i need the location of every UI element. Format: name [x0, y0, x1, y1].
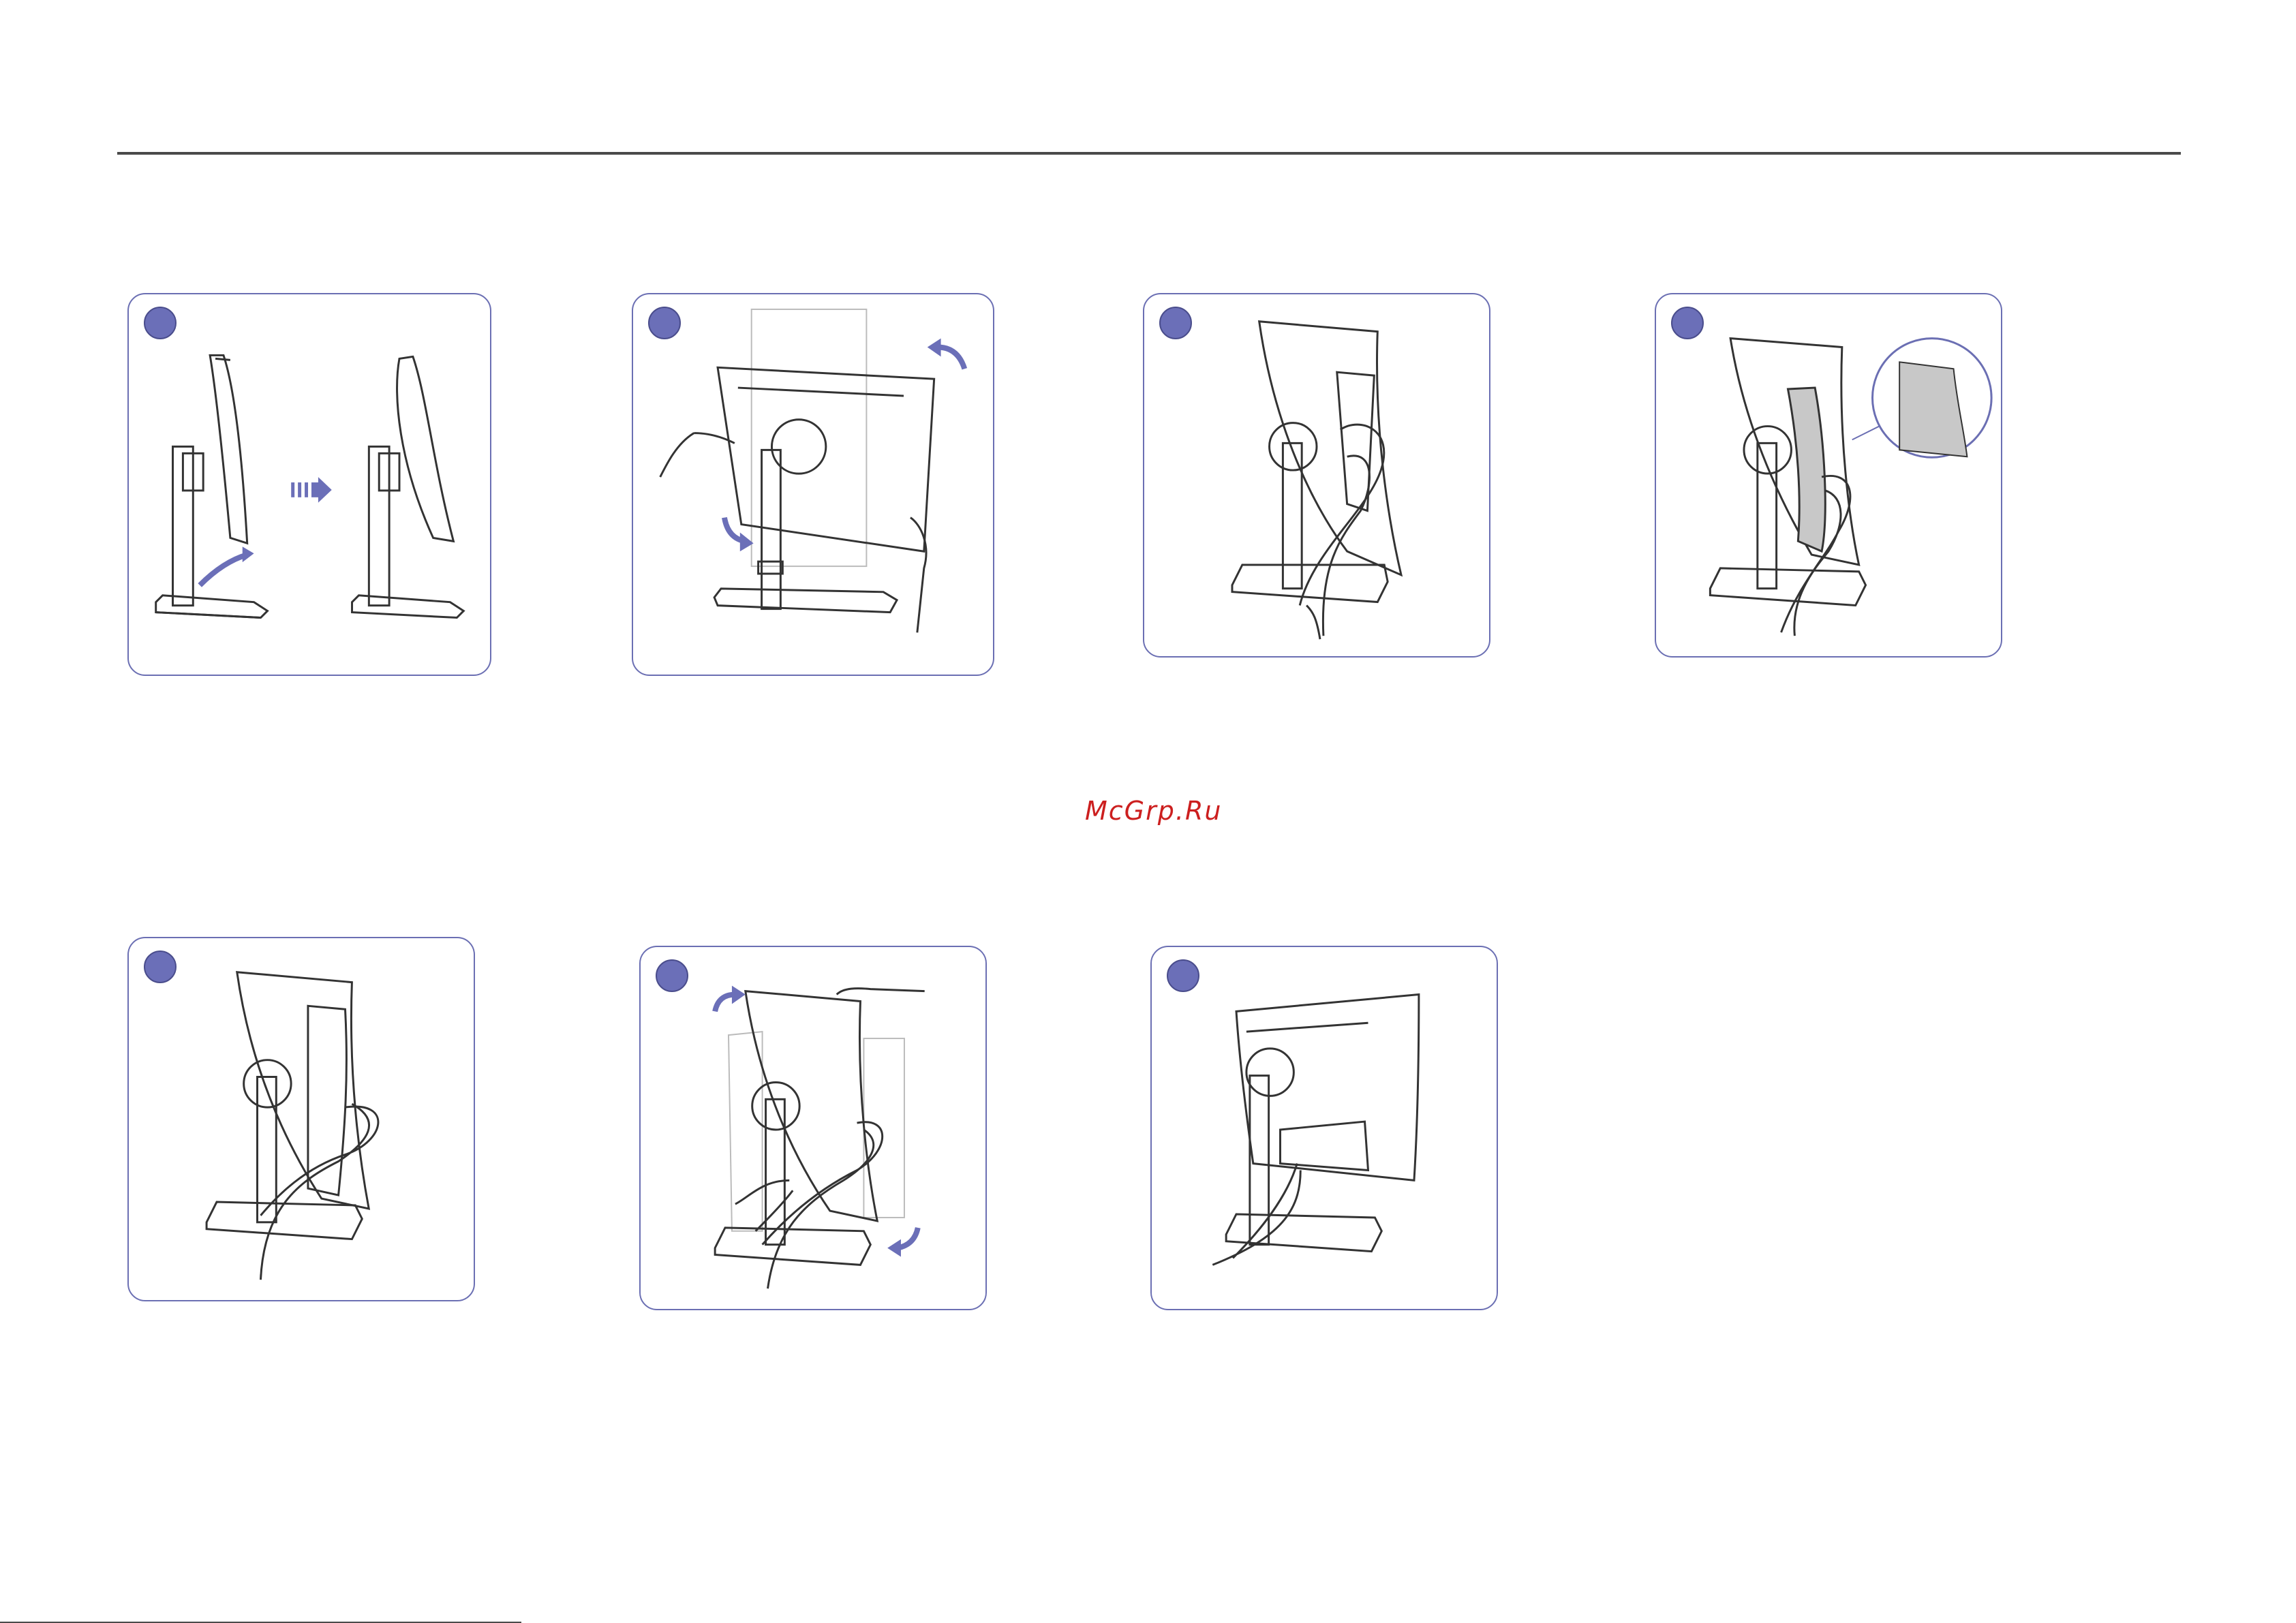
monitor-rotate-icon [633, 294, 993, 675]
step-2-illustration [632, 293, 994, 676]
monitor-final-icon [1152, 947, 1497, 1309]
step-3-illustration [1143, 293, 1490, 658]
step-1-illustration [127, 293, 491, 676]
monitor-tilt-icon [129, 294, 490, 675]
step-5-illustration [127, 937, 475, 1301]
step-4-illustration [1655, 293, 2002, 658]
cable-route-icon [129, 938, 474, 1300]
cable-connect-icon [1144, 294, 1489, 656]
step-6-illustration [639, 946, 987, 1310]
cable-cover-icon [1656, 294, 2001, 656]
header-rule [117, 152, 2181, 155]
step-7-illustration [1150, 946, 1498, 1310]
watermark-text: McGrp.Ru [1085, 796, 1222, 826]
monitor-rotate-back-icon [641, 947, 985, 1309]
